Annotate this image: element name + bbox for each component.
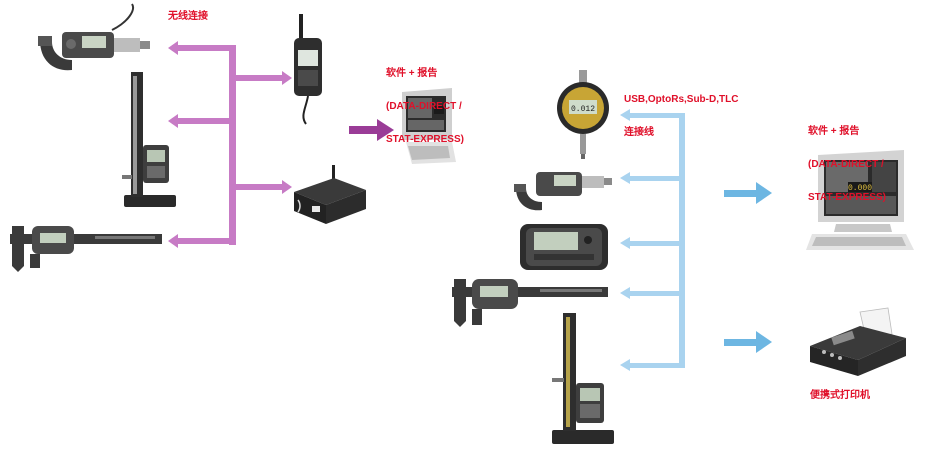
cable-label: USB,OptoRs,Sub-D,TLC 连接线 [624,72,738,149]
left-main-arrow [349,119,394,141]
wireless-receiver-icon [294,14,322,125]
right-arrow-to-printer [724,331,772,353]
computer-icon: 0.000 [806,150,914,250]
left-software-line-2: (DATA-DIRECT / [386,101,462,112]
right-software-line-2: (DATA-DIRECT / [808,159,884,170]
indicator-readout: 0.012 [571,105,595,114]
right-arrow-to-pc [724,182,772,204]
right-connector-lines [620,109,685,371]
dial-indicator-icon: 0.012 [557,70,609,159]
right-software-line-1: 软件 + 报告 [808,126,860,137]
height-gauge-icon [552,313,614,444]
caliper-icon [452,279,608,327]
display-unit-icon [520,224,608,270]
cable-label-line-1: USB,OptoRs,Sub-D,TLC [624,94,739,105]
wireless-connection-label: 无线连接 [168,11,208,22]
printer-icon [810,307,906,376]
left-software-label: 软件 + 报告 (DATA-DIRECT / STAT-EXPRESS) [386,46,464,156]
left-software-line-1: 软件 + 报告 [386,68,438,79]
right-software-line-3: STAT-EXPRESS) [808,192,886,203]
height-gauge-icon [122,72,176,207]
micrometer-icon [514,172,612,211]
left-connector-lines [168,41,292,248]
micrometer-icon [38,3,150,71]
computer-icon [402,88,456,164]
screen-readout: 0.000 [848,184,872,193]
portable-printer-label: 便携式打印机 [810,390,870,401]
wireless-router-icon [294,165,366,224]
cable-label-line-2: 连接线 [624,127,654,138]
left-software-line-3: STAT-EXPRESS) [386,134,464,145]
caliper-icon [10,226,162,272]
right-software-label: 软件 + 报告 (DATA-DIRECT / STAT-EXPRESS) [808,104,886,214]
